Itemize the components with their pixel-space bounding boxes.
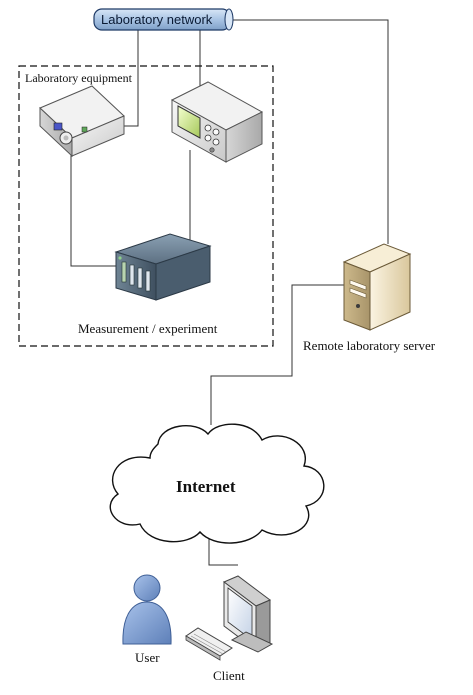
function-generator-icon [39,85,125,158]
internet-cloud-icon [109,423,325,544]
internet-label: Internet [176,477,236,496]
equipment-group-frame [18,65,274,347]
client-label: Client [213,668,245,683]
network-label: Laboratory network [101,12,213,27]
wire-internet-to-client [208,533,238,566]
oscilloscope-icon [170,81,264,163]
user-icon [122,574,172,645]
keyboard-icon [185,627,233,661]
wire-server-to-internet [210,284,344,425]
server-label: Remote laboratory server [303,338,436,353]
wire-network-to-generator [124,30,139,127]
wire-network-to-server [229,19,389,244]
server-tower-icon [342,243,412,331]
wire-oscilloscope-to-rack [189,150,200,249]
user-label: User [135,650,160,665]
measurement-caption: Measurement / experiment [78,321,218,336]
equipment-group-label: Laboratory equipment [25,71,133,85]
rack-unit-icon [114,233,212,301]
workstation-icon [223,575,274,653]
laboratory-network-bar: Laboratory network [93,8,234,31]
wire-generator-to-rack [70,148,118,267]
